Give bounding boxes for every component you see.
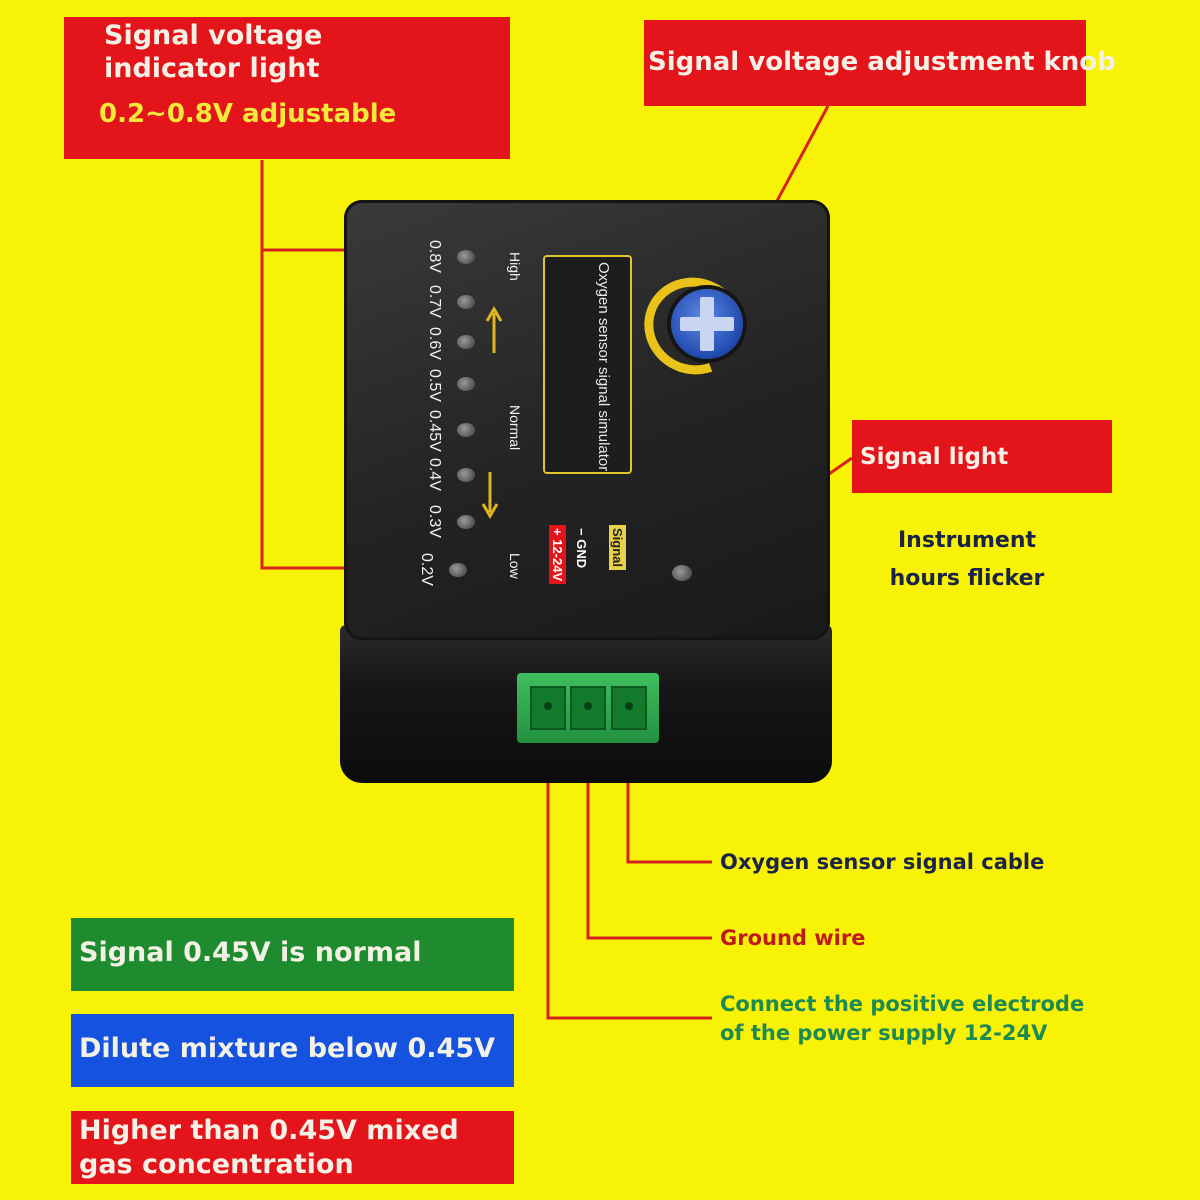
led-label-0.7v: 0.7V xyxy=(426,285,443,318)
led-0.5v xyxy=(457,377,475,391)
led-label-0.4v: 0.4V xyxy=(426,458,443,491)
leader-ground-wire xyxy=(586,733,712,940)
knob-callout-text: Signal voltage adjustment knob xyxy=(648,47,1116,77)
positive-label: Connect the positive electrode of the po… xyxy=(720,992,1085,1045)
led-label-0.8v: 0.8V xyxy=(426,240,443,273)
indicator-callout-range: 0.2~0.8V adjustable xyxy=(99,99,397,129)
arrow-down-icon xyxy=(481,472,499,519)
led-label-0.45v: 0.45V xyxy=(426,410,443,452)
signal-light-callout-text: Signal light xyxy=(860,444,1009,470)
ground-wire-label: Ground wire xyxy=(720,926,866,950)
legend-dilute xyxy=(71,1014,514,1087)
led-0.2v xyxy=(449,563,467,577)
indicator-callout-title: Signal voltage indicator light xyxy=(104,20,323,84)
signal-light-callout xyxy=(852,420,1112,493)
knob-callout xyxy=(644,20,1086,106)
low-label: Low xyxy=(507,553,523,579)
indicator-callout xyxy=(64,17,510,159)
terminal-pin-power xyxy=(544,702,552,710)
terminal-pin-signal xyxy=(625,702,633,710)
tag-power: + 12-24V xyxy=(549,525,566,585)
led-0.3v xyxy=(457,515,475,529)
high-label: High xyxy=(507,252,523,281)
legend-higher-text: Higher than 0.45V mixed gas concentratio… xyxy=(79,1115,459,1180)
nameplate xyxy=(543,255,632,474)
leader-positive xyxy=(546,733,712,1020)
led-0.4v xyxy=(457,468,475,482)
led-label-0.6v: 0.6V xyxy=(426,327,443,360)
oxygen-cable-label: Oxygen sensor signal cable xyxy=(720,850,1045,874)
led-0.6v xyxy=(457,335,475,349)
legend-normal xyxy=(71,918,514,991)
tag-gnd: − GND xyxy=(574,528,589,569)
nameplate-text: Oxygen sensor signal simulator xyxy=(595,262,612,472)
legend-dilute-text: Dilute mixture below 0.45V xyxy=(79,1033,496,1064)
flicker-note: Instrument hours flicker xyxy=(889,528,1045,591)
tag-signal: Signal xyxy=(609,525,626,571)
legend-higher xyxy=(71,1111,514,1184)
led-label-0.5v: 0.5V xyxy=(426,369,443,402)
led-label-0.3v: 0.3V xyxy=(426,505,443,538)
led-label-0.2v: 0.2V xyxy=(418,553,435,586)
led-0.8v xyxy=(457,250,475,264)
knob-slot-cross xyxy=(680,317,734,331)
led-0.7v xyxy=(457,295,475,309)
normal-label: Normal xyxy=(507,405,523,451)
legend-normal-text: Signal 0.45V is normal xyxy=(79,937,422,968)
led-0.45v xyxy=(457,423,475,437)
terminal-pin-gnd xyxy=(584,702,592,710)
arrow-up-icon xyxy=(485,306,503,353)
signal-light xyxy=(672,565,692,581)
